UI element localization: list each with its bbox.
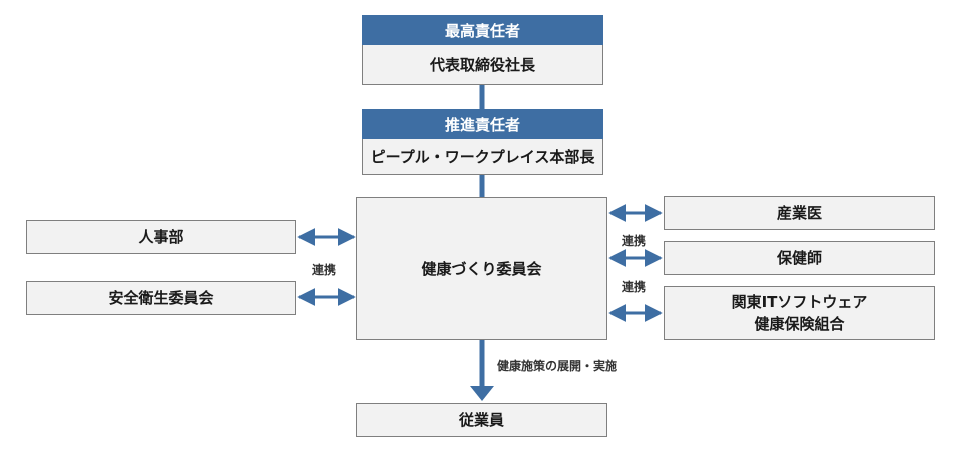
right-link-label-2: 連携 (622, 280, 647, 294)
public-health-nurse-box: 保健師 (664, 241, 935, 275)
top-responsible-box: 代表取締役社長 (362, 45, 603, 85)
promotion-responsible-header: 推進責任者 (362, 109, 603, 139)
health-committee-box: 健康づくり委員会 (356, 197, 607, 340)
promotion-responsible-box: ピープル・ワークプレイス本部長 (362, 139, 603, 175)
hr-department-box: 人事部 (26, 220, 296, 254)
health-insurance-line2: 健康保険組合 (754, 315, 845, 333)
industrial-doctor-box: 産業医 (664, 196, 935, 230)
left-link-label: 連携 (312, 263, 337, 277)
right-link-label-1: 連携 (622, 234, 647, 248)
safety-committee-box: 安全衛生委員会 (26, 281, 296, 315)
health-insurance-box: 関東ITソフトウェア 健康保険組合 (664, 286, 935, 340)
arrow-down-head (470, 386, 494, 401)
employees-box: 従業員 (356, 403, 607, 437)
down-arrow-label: 健康施策の展開・実施 (497, 359, 618, 373)
health-insurance-line1: 関東ITソフトウェア (731, 293, 868, 311)
top-responsible-header: 最高責任者 (362, 15, 603, 45)
